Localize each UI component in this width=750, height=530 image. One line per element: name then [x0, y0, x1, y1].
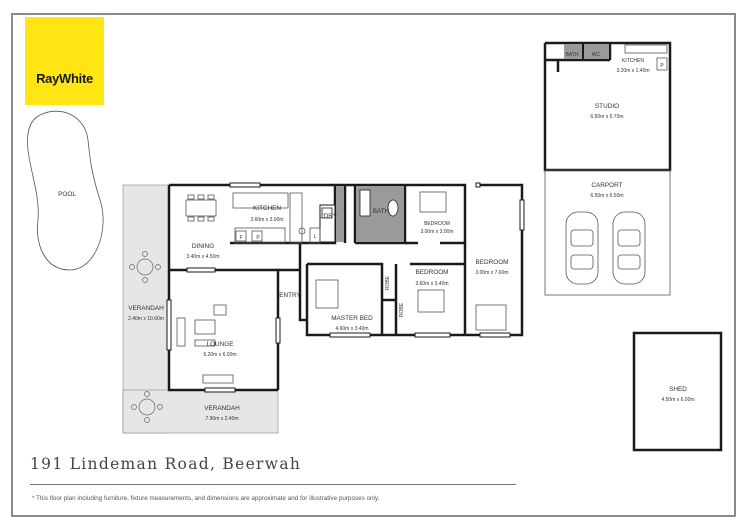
- shed-label: SHED: [669, 386, 687, 393]
- entry-label: ENTRY: [279, 292, 301, 299]
- bath-label: BATH: [373, 208, 390, 215]
- laundry-area: [336, 186, 344, 242]
- bedroom-large-size: 3.00m x 7.60m: [475, 270, 508, 276]
- pool-shape: [27, 110, 104, 271]
- studio-wc-area: [584, 44, 609, 59]
- studio-wc-label: WC: [592, 52, 601, 58]
- fridge-label: F: [239, 235, 242, 241]
- shed-size: 4.50m x 6.00m: [661, 397, 694, 403]
- shed-walls: [632, 331, 723, 452]
- master-bed-size: 4.60m x 3.40m: [335, 326, 368, 332]
- raywhite-logo: RayWhite: [25, 17, 104, 105]
- dining-size: 3.40m x 4.50m: [186, 254, 219, 260]
- pool-label: POOL: [58, 191, 76, 198]
- kitchen-label: KITCHEN: [253, 205, 281, 212]
- studio-kitchen-label: KITCHEN: [622, 58, 644, 64]
- kitchen-bench: [232, 192, 321, 244]
- verandah-front-label: VERANDAH: [204, 405, 240, 412]
- bathroom-fixtures: [321, 189, 399, 219]
- bedroom-mid-label: BEDROOM: [415, 269, 448, 276]
- dining-label: DINING: [192, 243, 214, 250]
- studio-pantry-box: [656, 57, 668, 71]
- verandah-side-label: VERANDAH: [128, 305, 164, 312]
- outdoor-table-1: [129, 251, 161, 283]
- car-2: [612, 211, 646, 285]
- lounge-size: 5.20m x 6.00m: [203, 352, 236, 358]
- studio-bath-label: BATH: [566, 52, 579, 58]
- laundry-label: L'DRY: [319, 213, 338, 220]
- linen-label: L: [314, 234, 317, 240]
- bedroom-large-label: BEDROOM: [475, 259, 508, 266]
- studio-pantry-label: P: [660, 63, 664, 69]
- carport-outline: [544, 169, 671, 296]
- studio-label: STUDIO: [595, 103, 619, 110]
- divider-line: [30, 484, 516, 485]
- laundry-room: [319, 204, 336, 243]
- windows: [166, 182, 525, 393]
- verandah-side-size: 2.40m x 10.60m: [128, 316, 164, 322]
- lounge-furniture: [176, 304, 234, 384]
- verandah-front-area: [122, 389, 279, 434]
- studio-kitchen-bench: [624, 44, 668, 54]
- logo-text: RayWhite: [36, 71, 93, 86]
- car-1: [565, 211, 599, 285]
- studio-size: 6.50m x 5.70m: [590, 114, 623, 120]
- property-address: 191 Lindeman Road, Beerwah: [30, 455, 302, 473]
- lounge-label: LOUNGE: [207, 341, 234, 348]
- master-bed-label: MASTER BED: [331, 315, 373, 322]
- carport-label: CARPORT: [591, 182, 622, 189]
- robe-2-label: ROBE: [399, 302, 405, 317]
- robe-1-label: ROBE: [385, 275, 391, 290]
- studio-bath-area: [564, 44, 582, 59]
- bedroom-small-label: BEDROOM: [424, 221, 450, 227]
- bedroom-furniture: [315, 191, 507, 331]
- house-walls: [167, 183, 524, 392]
- studio-kitchen-size: 3.20m x 1.40m: [616, 68, 649, 74]
- carport-size: 6.50m x 6.50m: [590, 193, 623, 199]
- page-frame: [11, 13, 736, 517]
- dining-table: [185, 194, 217, 222]
- outdoor-table-2: [131, 391, 163, 423]
- disclaimer-text: * This floor plan including furniture, f…: [32, 495, 380, 502]
- pantry-label: P: [256, 235, 260, 241]
- bedroom-small-size: 3.00m x 3.00m: [420, 229, 453, 235]
- bedroom-mid-size: 3.60m x 3.40m: [415, 281, 448, 287]
- kitchen-size: 3.60m x 3.00m: [250, 217, 283, 223]
- verandah-front-size: 7.90m x 2.40m: [205, 416, 238, 422]
